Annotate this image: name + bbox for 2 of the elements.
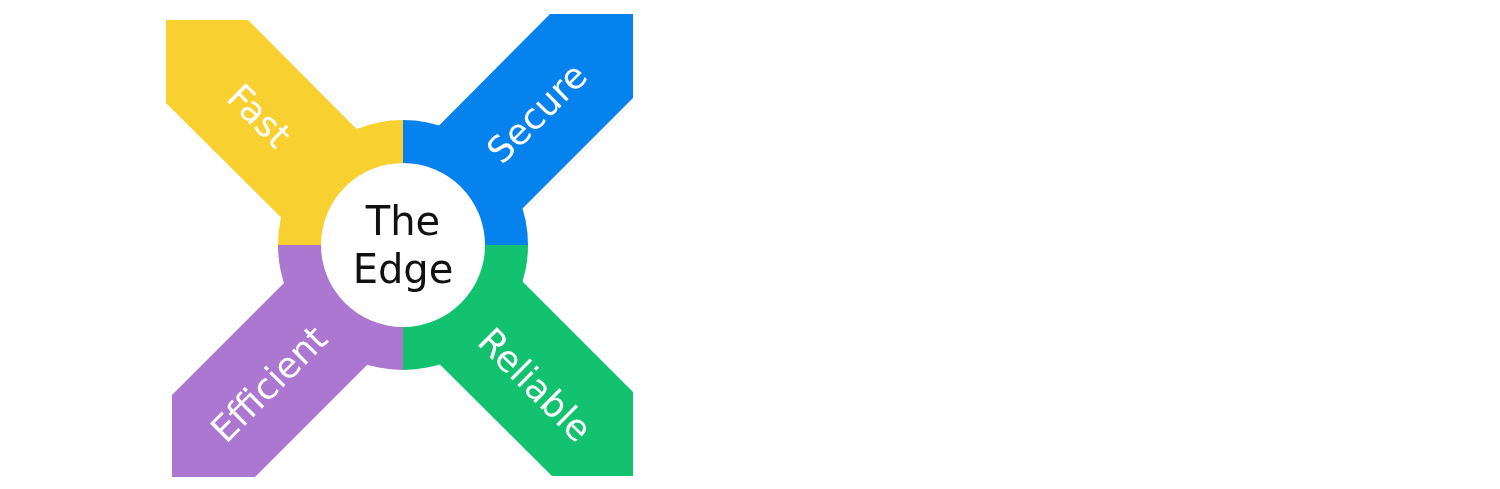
center-circle	[321, 163, 485, 327]
center-label: The Edge	[351, 197, 455, 293]
